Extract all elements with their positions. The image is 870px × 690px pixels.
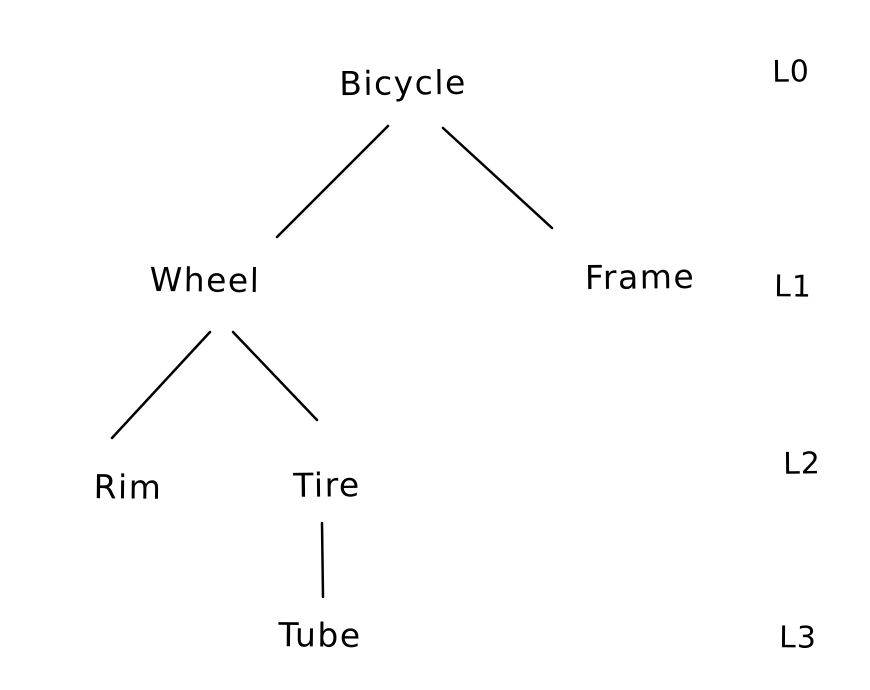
- node-bicycle: Bicycle: [338, 62, 468, 104]
- level-label-l0: L0: [771, 54, 811, 90]
- node-tire: Tire: [293, 465, 361, 505]
- node-wheel: Wheel: [149, 259, 261, 301]
- node-frame: Frame: [584, 256, 696, 298]
- node-tube: Tube: [278, 615, 362, 655]
- edge-bicycle-wheel: [275, 124, 390, 239]
- edge-wheel-rim: [110, 330, 212, 440]
- level-label-l2: L2: [782, 446, 822, 482]
- edge-tire-tube: [320, 521, 325, 599]
- level-label-l3: L3: [778, 620, 818, 656]
- node-rim: Rim: [93, 467, 163, 507]
- level-label-l1: L1: [773, 269, 813, 305]
- edge-wheel-tire: [231, 330, 319, 422]
- edge-bicycle-frame: [441, 126, 554, 230]
